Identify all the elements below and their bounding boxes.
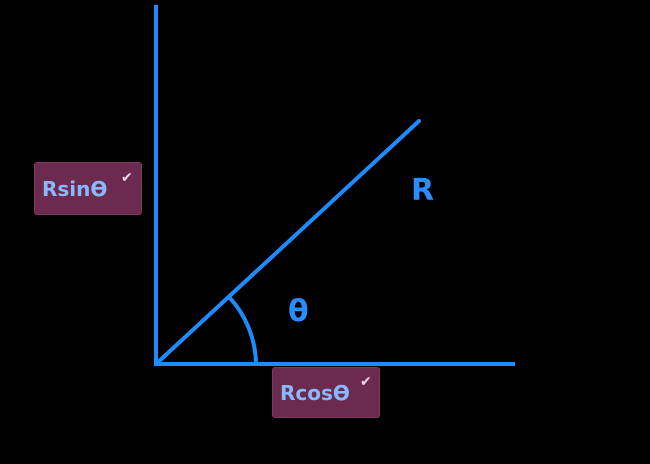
rcos-theta-tag[interactable]: Rcosϴ ✔ — [272, 367, 380, 418]
hypotenuse-label: R — [411, 173, 434, 208]
rsin-theta-label: Rsinϴ — [42, 176, 108, 201]
rsin-theta-tag[interactable]: Rsinϴ ✔ — [34, 162, 142, 215]
checkmark-icon: ✔ — [360, 374, 372, 390]
angle-arc — [227, 295, 258, 365]
checkmark-icon: ✔ — [121, 170, 133, 186]
angle-label: θ — [288, 294, 309, 329]
rcos-theta-label: Rcosϴ — [280, 380, 350, 405]
vector-r-line — [154, 119, 421, 366]
